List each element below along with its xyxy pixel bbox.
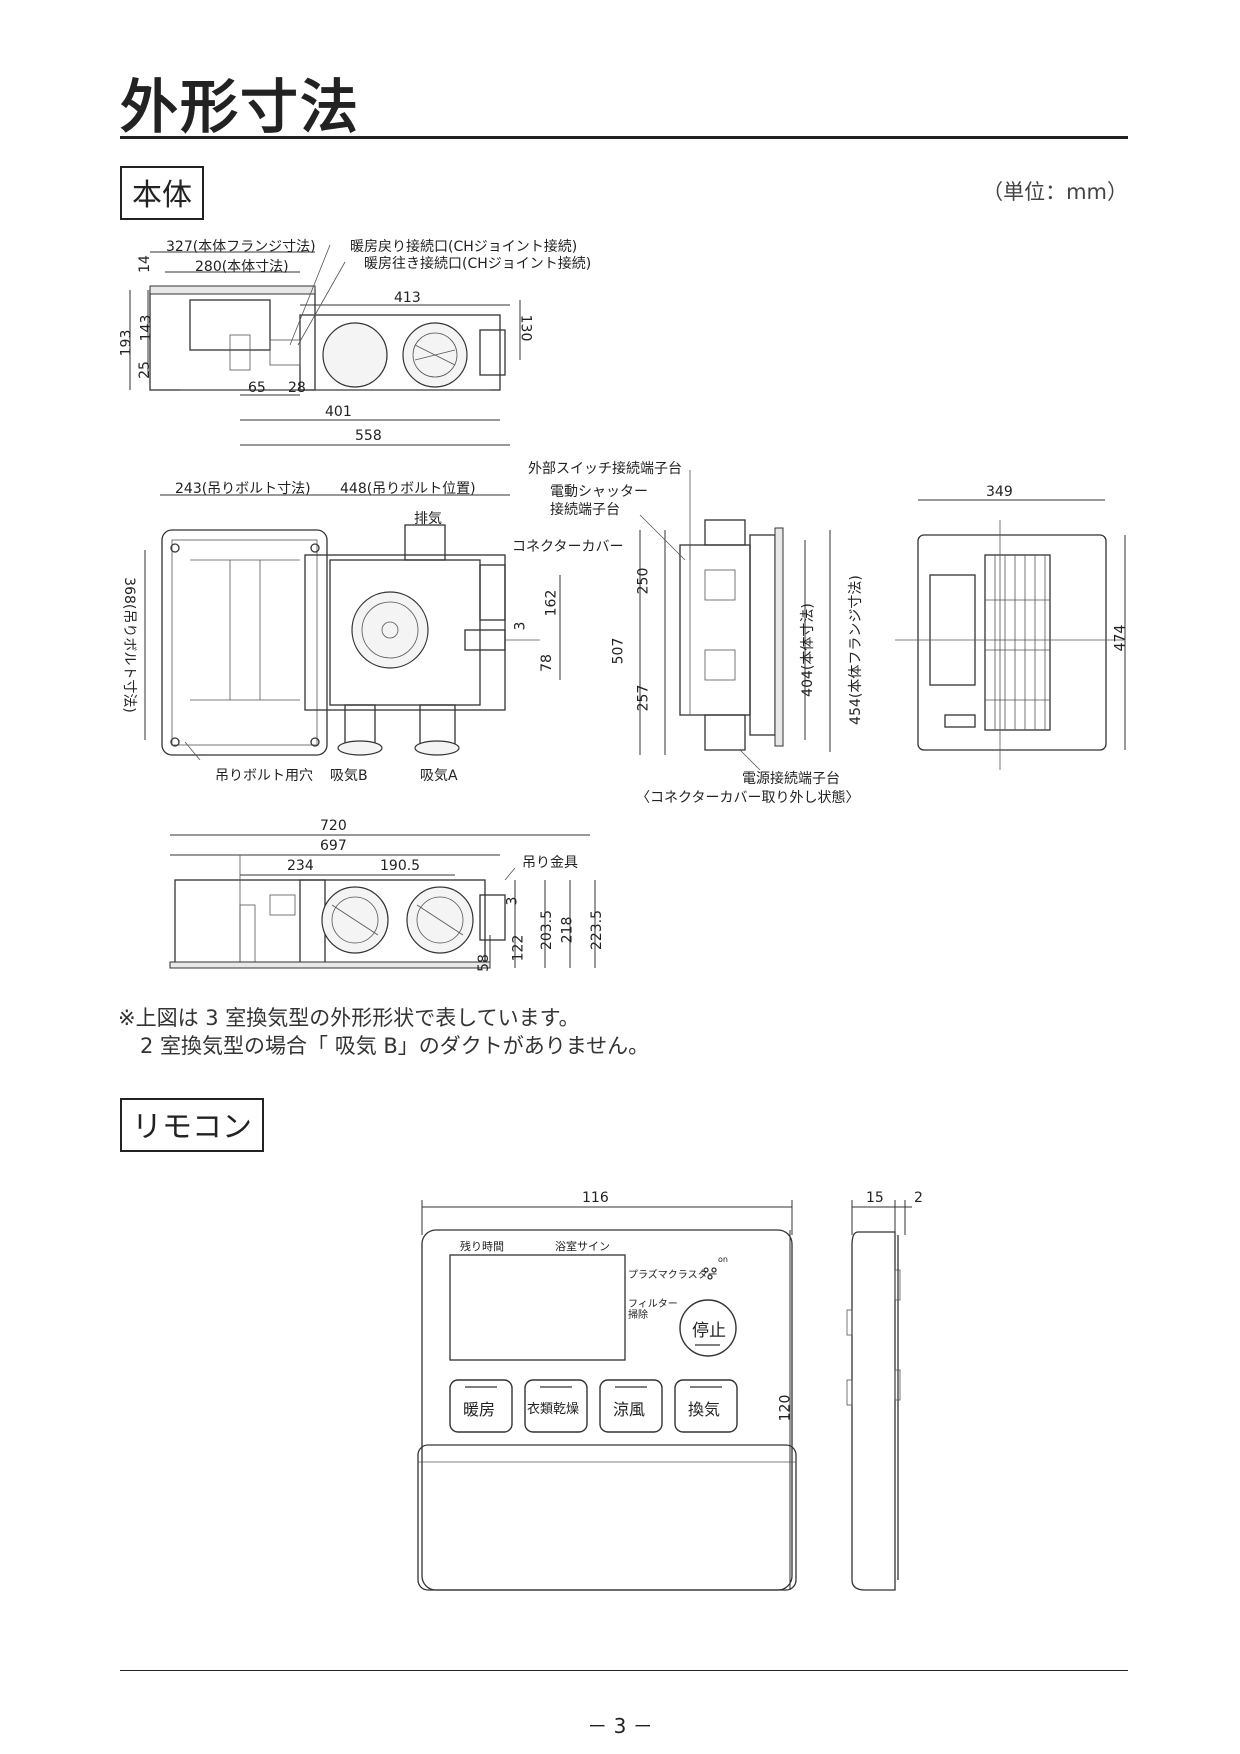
label-external-switch: 外部スイッチ接続端子台 bbox=[528, 461, 682, 477]
label-hanger: 吊り金具 bbox=[522, 855, 578, 871]
bottom-view-drawing bbox=[169, 834, 596, 969]
dim-558: 558 bbox=[355, 428, 382, 444]
dim-203-5: 203.5 bbox=[539, 909, 556, 951]
dim-454: 454(本体フランジ寸法) bbox=[847, 575, 864, 725]
dim-720: 720 bbox=[320, 818, 347, 834]
label-heating-return: 暖房戻り接続口(CHジョイント接続) bbox=[350, 239, 578, 255]
label-bolt-hole: 吊りボルト用穴 bbox=[215, 768, 313, 784]
label-heating-supply: 暖房往き接続口(CHジョイント接続) bbox=[364, 256, 592, 272]
dim-58: 58 bbox=[475, 954, 492, 972]
dim-143: 143 bbox=[138, 314, 155, 342]
dim-116: 116 bbox=[582, 1190, 609, 1206]
side-view-drawing bbox=[639, 470, 831, 771]
remote-front-drawing bbox=[417, 1200, 797, 1591]
page-title: 外形寸法 bbox=[120, 73, 361, 141]
remote-drying-button[interactable]: 衣類乾燥 bbox=[527, 1402, 580, 1417]
footer-rule bbox=[120, 1670, 1128, 1671]
remote-stop-button[interactable]: 停止 bbox=[692, 1321, 726, 1341]
section-label-main-unit: 本体 bbox=[120, 166, 204, 220]
dim-162: 162 bbox=[543, 589, 560, 617]
label-exhaust: 排気 bbox=[414, 511, 442, 527]
unit-label: （単位：mm） bbox=[982, 180, 1128, 204]
remote-vent-button[interactable]: 換気 bbox=[688, 1400, 721, 1419]
dim-507: 507 bbox=[610, 637, 627, 665]
remote-heating-button[interactable]: 暖房 bbox=[463, 1400, 496, 1419]
label-power-terminal: 電源接続端子台 bbox=[742, 771, 840, 787]
remote-filter-label-2: 掃除 bbox=[628, 1310, 648, 1321]
dim-15: 15 bbox=[866, 1190, 884, 1206]
plan-view-drawing bbox=[144, 494, 561, 761]
label-connector-cover: コネクターカバー bbox=[512, 539, 624, 555]
dim-28: 28 bbox=[288, 380, 306, 396]
dim-243: 243(吊りボルト寸法) bbox=[175, 481, 311, 497]
dim-78: 78 bbox=[538, 654, 555, 672]
remote-filter-label-1: フィルター bbox=[628, 1299, 678, 1310]
dim-193: 193 bbox=[118, 329, 135, 357]
page-number: － 3 － bbox=[587, 1714, 653, 1738]
dim-218: 218 bbox=[559, 916, 576, 944]
section-label-remote: リモコン bbox=[120, 1098, 264, 1152]
dim-190-5: 190.5 bbox=[380, 858, 421, 874]
dim-120: 120 bbox=[777, 1394, 794, 1422]
remote-remaining-time: 残り時間 bbox=[460, 1240, 504, 1253]
label-shutter-2: 接続端子台 bbox=[550, 502, 620, 518]
label-shutter-1: 電動シャッター bbox=[550, 484, 648, 500]
dim-122: 122 bbox=[510, 934, 527, 962]
dim-327: 327(本体フランジ寸法) bbox=[166, 239, 316, 255]
dim-223-5: 223.5 bbox=[589, 909, 606, 951]
dim-14: 14 bbox=[136, 255, 153, 273]
title-rule bbox=[120, 136, 1128, 139]
label-intake-a: 吸気A bbox=[420, 768, 458, 784]
dim-250: 250 bbox=[635, 567, 652, 595]
dim-25: 25 bbox=[136, 361, 153, 379]
dim-65: 65 bbox=[248, 380, 266, 396]
dim-448: 448(吊りボルト位置) bbox=[340, 481, 476, 497]
remote-on-label: on bbox=[718, 1255, 728, 1264]
dim-3: 3 bbox=[512, 621, 529, 631]
note-line-2: 2 室換気型の場合「 吸気 B」のダクトがありません。 bbox=[140, 1034, 650, 1058]
top-view-drawing bbox=[129, 244, 521, 446]
dim-404: 404(本体寸法) bbox=[799, 603, 816, 697]
remote-cool-button[interactable]: 涼風 bbox=[613, 1400, 646, 1419]
remote-bath-sign: 浴室サイン bbox=[555, 1240, 610, 1253]
dim-2: 2 bbox=[914, 1190, 923, 1206]
remote-plasma-label: プラズマクラスター bbox=[628, 1270, 718, 1281]
dim-130: 130 bbox=[517, 314, 534, 342]
label-cover-removed: 〈コネクターカバー取り外し状態〉 bbox=[636, 790, 860, 806]
note-line-1: ※上図は 3 室換気型の外形形状で表しています。 bbox=[118, 1006, 580, 1030]
label-intake-b: 吸気B bbox=[330, 768, 368, 784]
dim-474: 474 bbox=[1112, 624, 1129, 652]
dim-413: 413 bbox=[394, 290, 421, 306]
remote-side-drawing bbox=[846, 1200, 912, 1591]
dim-697: 697 bbox=[320, 838, 347, 854]
dim-280: 280(本体寸法) bbox=[195, 259, 289, 275]
dim-401: 401 bbox=[325, 404, 352, 420]
dim-257: 257 bbox=[635, 684, 652, 712]
dim-368: 368(吊りボルト寸法) bbox=[120, 577, 137, 713]
front-view-drawing bbox=[895, 499, 1126, 770]
dim-234: 234 bbox=[287, 858, 314, 874]
dim-349: 349 bbox=[986, 484, 1013, 500]
dim-3-bottom: 3 bbox=[504, 896, 521, 906]
